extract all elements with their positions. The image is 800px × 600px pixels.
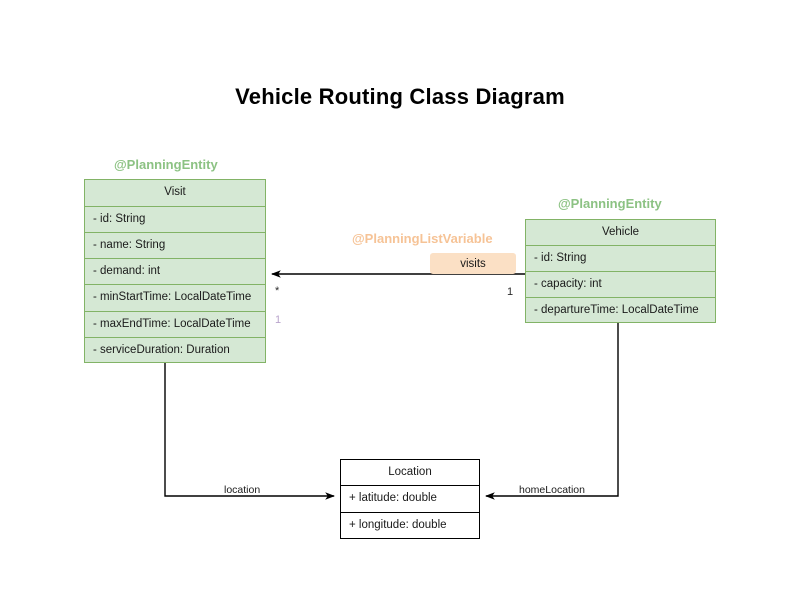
class-box-location[interactable]: Location + latitude: double + longitude:…	[340, 459, 480, 539]
vehicle-stereotype-label: @PlanningEntity	[558, 196, 662, 211]
attribute-row: - capacity: int	[526, 272, 715, 298]
edge-label-home-location[interactable]: homeLocation	[519, 484, 585, 496]
multiplicity-visit-location-side: 1	[275, 314, 282, 326]
attribute-row: - id: String	[85, 207, 265, 233]
attribute-row: - demand: int	[85, 259, 265, 285]
page-title: Vehicle Routing Class Diagram	[235, 84, 565, 109]
attribute-row: - name: String	[85, 233, 265, 259]
attribute-row: - departureTime: LocalDateTime	[534, 304, 699, 317]
visits-annotation-label: @PlanningListVariable	[352, 231, 493, 246]
edge-visit-location	[164, 363, 335, 500]
class-box-visit[interactable]: Visit - id: String - name: String - dema…	[84, 179, 266, 363]
class-name-visit: Visit	[85, 180, 265, 207]
edge-vehicle-home-location	[485, 322, 619, 500]
edge-label-location[interactable]: location	[224, 484, 261, 496]
attribute-row: + longitude: double	[341, 513, 479, 539]
class-box-vehicle[interactable]: Vehicle - id: String - capacity: int - d…	[525, 219, 716, 323]
attribute-row: - minStartTime: LocalDateTime	[85, 285, 265, 312]
visit-stereotype-label: @PlanningEntity	[114, 157, 218, 172]
class-name-vehicle: Vehicle	[526, 220, 715, 246]
multiplicity-vehicle-side: 1	[507, 286, 514, 298]
attribute-row: + latitude: double	[341, 486, 479, 513]
class-name-location: Location	[341, 460, 479, 486]
edge-label-visits[interactable]: visits	[430, 253, 516, 274]
attribute-row: - id: String	[526, 246, 715, 272]
multiplicity-visit-side: *	[275, 285, 280, 297]
attribute-row: - maxEndTime: LocalDateTime	[85, 312, 265, 338]
attribute-row: - serviceDuration: Duration	[93, 344, 230, 357]
